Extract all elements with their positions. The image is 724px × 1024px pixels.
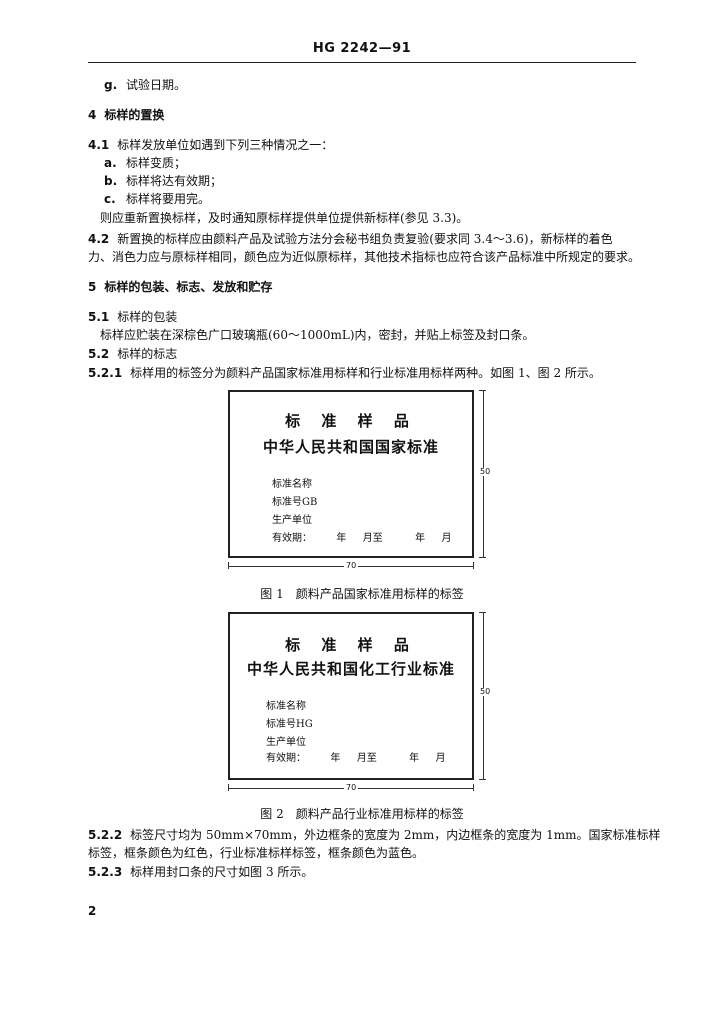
figure-2-height-dimension-line [483, 612, 484, 780]
figure-1-producer-label: 生产单位 [272, 515, 312, 526]
standard-number: HG 2242—91 [312, 41, 412, 56]
list-item-c: c.标样将要用完。 [104, 192, 211, 206]
list-item-g: g.试验日期。 [104, 78, 187, 92]
figure-1-width-tick-left [228, 562, 229, 569]
list-item-b: b.标样将达有效期； [104, 174, 223, 188]
figure-2-height-tick-top [479, 612, 486, 613]
figure-2-label: 标 准 样 品 中华人民共和国化工行业标准 标准名称 标准号HG 生产单位 有效… [228, 612, 474, 780]
figure-2-name-label: 标准名称 [266, 701, 306, 712]
figure-1-validity-row: 有效期： 年 月至 年 月 [272, 533, 452, 544]
page-header: HG 2242—91 [88, 40, 636, 63]
figure-2-subtitle: 中华人民共和国化工行业标准 [246, 660, 455, 678]
figure-1-subtitle: 中华人民共和国国家标准 [262, 438, 439, 456]
figure-1-height-value: 50 [478, 467, 493, 476]
figure-1-name-label: 标准名称 [272, 479, 312, 490]
figure-2-height-tick-bottom [479, 779, 486, 780]
figure-2-height-value: 50 [478, 687, 493, 696]
clause-4-1-conclusion: 则应重新置换标样，及时通知原标样提供单位提供新标样(参见 3.3)。 [100, 211, 469, 225]
figure-1-height-tick-bottom [479, 557, 486, 558]
figure-1-width-value: 70 [344, 561, 359, 570]
figure-1-title: 标 准 样 品 [285, 412, 417, 430]
figure-2-number-label: 标准号HG [266, 719, 313, 730]
figure-2-caption: 图 2 颜料产品行业标准用标样的标签 [260, 807, 464, 821]
figure-2-validity-row: 有效期： 年 月至 年 月 [266, 753, 446, 764]
figure-1-label: 标 准 样 品 中华人民共和国国家标准 标准名称 标准号GB 生产单位 有效期：… [228, 390, 474, 558]
clause-4-2-line2: 力、消色力应与原标样相同，颜色应为近似原标样，其他技术指标也应符合该产品标准中所… [88, 250, 641, 264]
list-item-a: a.标样变质； [104, 156, 187, 170]
clause-5-2-2-line2: 标签，框条颜色为红色，行业标准标样标签，框条颜色为蓝色。 [88, 846, 425, 860]
page-number: 2 [88, 904, 97, 918]
figure-2-title: 标 准 样 品 [285, 636, 417, 654]
figure-2-producer-label: 生产单位 [266, 737, 306, 748]
figure-1-number-label: 标准号GB [272, 497, 318, 508]
figure-2-width-value: 70 [344, 783, 359, 792]
clause-5-1-text: 标样应贮装在深棕色广口玻璃瓶(60～1000mL)内，密封，并贴上标签及封口条。 [100, 328, 535, 342]
figure-2-width-tick-left [228, 784, 229, 791]
figure-1-width-tick-right [473, 562, 474, 569]
figure-1-height-tick-top [479, 390, 486, 391]
figure-1-caption: 图 1 颜料产品国家标准用标样的标签 [260, 587, 464, 601]
figure-2-width-tick-right [473, 784, 474, 791]
